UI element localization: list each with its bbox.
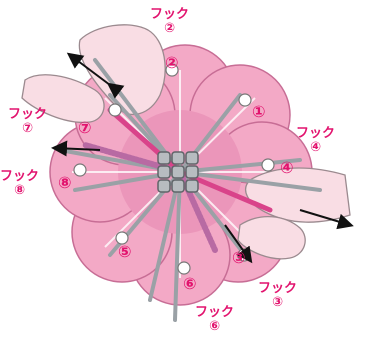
petal-number-6: ⑥ xyxy=(183,276,197,293)
hook-peg xyxy=(178,262,190,274)
petal-number-5: ⑤ xyxy=(118,244,132,261)
braid-knot xyxy=(158,152,198,192)
petal-number-1: ① xyxy=(252,104,266,121)
petal-number-3: ③ xyxy=(232,250,246,267)
hook-peg xyxy=(262,159,274,171)
petal-number-7: ⑦ xyxy=(78,120,92,137)
petal-number-4: ④ xyxy=(280,160,294,177)
petal-number-8: ⑧ xyxy=(58,175,72,192)
hook-peg xyxy=(109,104,121,116)
petal-number-2: ② xyxy=(165,55,179,72)
hook-peg xyxy=(239,94,251,106)
hook-peg xyxy=(74,164,86,176)
